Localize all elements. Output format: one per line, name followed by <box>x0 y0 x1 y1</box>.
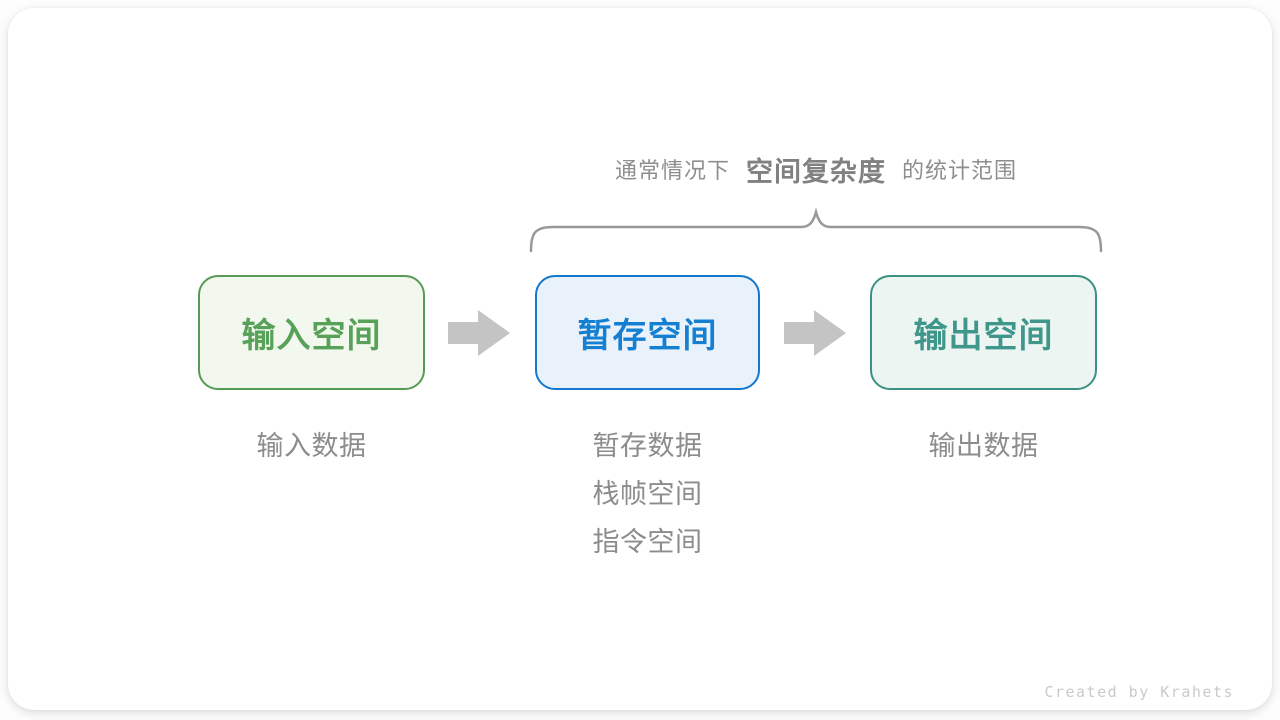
sublabel-input-data: 输入数据 <box>256 431 367 461</box>
sublabel-temp-data: 暂存数据 <box>592 431 703 461</box>
output-space-sublabels: 输出数据 <box>870 422 1097 470</box>
diagram-title: 通常情况下 空间复杂度 的统计范围 <box>533 144 1099 194</box>
input-space-sublabels: 输入数据 <box>198 422 425 470</box>
output-space-label: 输出空间 <box>913 317 1054 355</box>
arrow-right-icon <box>784 310 846 356</box>
arrow-right-icon <box>448 310 510 356</box>
title-prefix: 通常情况下 <box>614 158 730 183</box>
curly-brace <box>529 207 1103 253</box>
sublabel-output-data: 输出数据 <box>928 431 1039 461</box>
input-space-label: 输入空间 <box>241 317 382 355</box>
temp-space-box: 暂存空间 <box>535 275 760 390</box>
arrow-right-shape <box>784 310 846 356</box>
arrow-right-shape <box>448 310 510 356</box>
credit-text: Created by Krahets <box>1044 683 1234 701</box>
curly-brace-path <box>529 207 1103 253</box>
diagram-card: 通常情况下 空间复杂度 的统计范围 输入空间 暂存空间 输出空间 输入数据 暂存… <box>8 8 1272 710</box>
output-space-box: 输出空间 <box>870 275 1097 390</box>
title-suffix: 的统计范围 <box>902 158 1018 183</box>
temp-space-sublabels: 暂存数据 栈帧空间 指令空间 <box>535 422 760 566</box>
sublabel-stack-frame-space: 栈帧空间 <box>592 479 703 509</box>
input-space-box: 输入空间 <box>198 275 425 390</box>
title-highlight: 空间复杂度 <box>746 156 886 187</box>
temp-space-label: 暂存空间 <box>577 317 718 355</box>
sublabel-instruction-space: 指令空间 <box>592 527 703 557</box>
